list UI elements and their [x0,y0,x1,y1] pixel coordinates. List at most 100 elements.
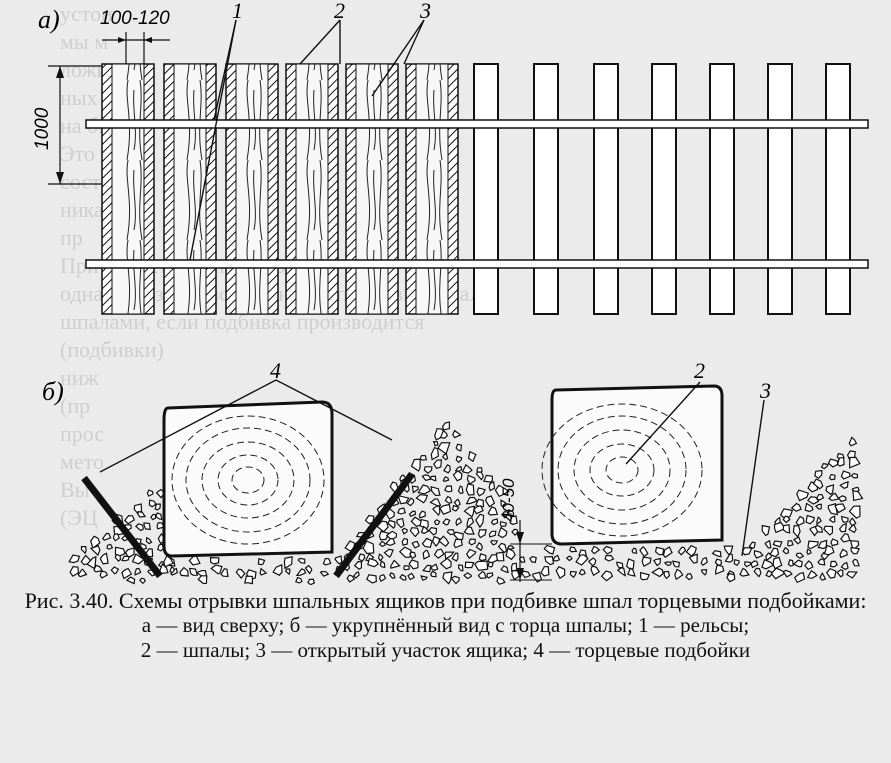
ballast-stone [432,504,441,517]
ballast-stone [442,571,453,585]
ballast-stone [804,560,814,571]
ballast-stone [817,539,828,550]
sleeper-plain [709,63,735,315]
ballast-stone [604,554,615,562]
ballast-stone [376,520,389,533]
ballast-stone [540,566,550,577]
ballast-stone [210,564,223,575]
rails [85,119,869,269]
ballast-stone [473,504,484,515]
ballast-stone [817,558,826,566]
label-3b: 3 [759,378,771,403]
ballast-stone [417,484,432,495]
ballast-stone [509,515,518,525]
sleeper-tamped [405,63,459,315]
ballast-stone [366,574,377,584]
ballast-stone [155,512,163,521]
ballast-stone [477,570,487,580]
ballast-stone [188,567,199,576]
ballast-stone [284,568,291,576]
ballast-stone [616,567,627,577]
track-diagram: а) 100-120 1000 1 2 3 б) [32,0,869,585]
ballast-stone [99,570,109,579]
ballast-stone [409,551,417,560]
ballast-stone [616,561,624,569]
ballast-stone [814,503,822,510]
ballast-stone [378,540,386,548]
ballast-stone [724,553,734,563]
ballast-stone [753,550,764,559]
ballast-stone [466,474,476,485]
ballast-stone [89,545,101,557]
ballast-stone [484,495,496,508]
ballast-stone [685,573,693,581]
ballast-stone [430,446,439,461]
ballast-stone [521,570,532,579]
ballast-stone [488,480,496,492]
ballast-stone [639,545,649,558]
ballast-stone [121,555,130,562]
ballast-stone [477,529,487,539]
ballast-stone [433,459,443,470]
ballast-stone [146,489,154,497]
ballast-stone [795,515,805,527]
ballast-stone [396,517,405,529]
ballast-stone [438,535,450,548]
ballast-stone [123,514,136,525]
ballast-stone [419,518,429,530]
ballast-stone [850,472,859,479]
ballast-stone [590,565,601,577]
ballast-stone [478,553,487,562]
ballast-stone [651,567,664,578]
ballast-stone [307,578,316,585]
ballast-stone [409,527,420,538]
ballast-stone [848,436,858,447]
ballast-stone [790,502,802,512]
ballast-stone [836,456,845,467]
ballast-stone [439,429,449,439]
ballast-stone [468,538,476,546]
ballast-stone [283,556,293,570]
ballast-stone [420,525,430,535]
ballast-stone [463,526,475,535]
ballast-stone [463,505,476,518]
ballast-stone [772,540,783,548]
ballast-stone [820,462,829,470]
ballast-stone [398,546,412,558]
ballast-stone [112,532,120,542]
ballast-stone [235,568,246,579]
bleed-line: ника [60,197,104,222]
ballast-stone [475,513,485,529]
ballast-stone [378,573,387,583]
ballast-stone [500,499,507,508]
ballast-stone [408,510,417,517]
ballast-stone [297,557,306,564]
ballast-stone [466,517,475,529]
sleeper-tamped [101,63,155,315]
ballast-stone [828,515,836,523]
ballast-stone [483,474,494,483]
ballast-stone [357,553,366,563]
ballast-stone [845,571,858,579]
ballast-stone [145,536,153,545]
ballast-stone [770,567,785,580]
ballast-stone [163,554,175,568]
ballast-stone [848,505,861,519]
ballast-stone [488,530,497,538]
ballast-stone [125,576,136,585]
bleed-line: устои [60,1,113,26]
ballast-stone [840,470,851,480]
ballast-stone [552,554,561,562]
ballast-stone [135,523,144,532]
ballast-stone [587,557,597,567]
bleed-line: (ЭЦ [60,505,98,530]
ballast-stone [450,575,460,585]
ballast-stone [569,570,578,579]
ballast-stone [688,553,698,564]
ballast-stone [430,485,441,497]
ballast-stone [639,571,650,581]
ballast-stone [532,571,543,583]
ballast-stone [455,517,463,527]
sleeper-plain [767,63,793,315]
ballast-stone [823,544,835,556]
